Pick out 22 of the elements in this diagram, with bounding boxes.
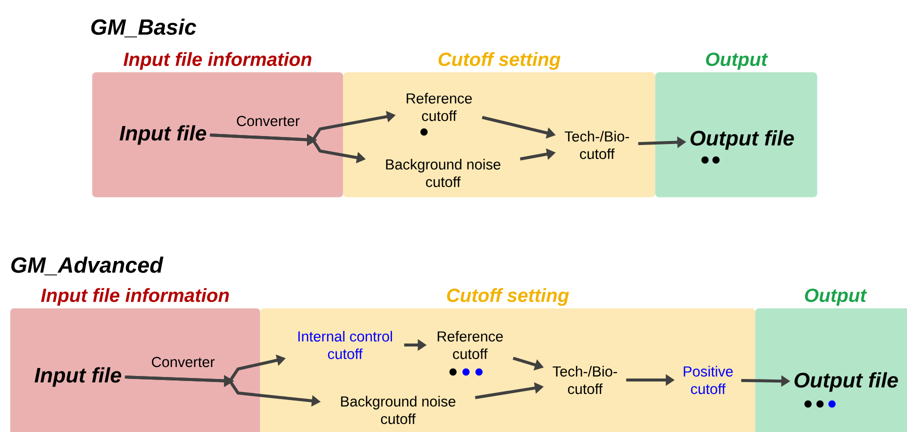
process-text: Tech-/Bio-cutoff bbox=[552, 366, 617, 394]
node-label: Output bbox=[706, 52, 768, 70]
title: GM_Advanced bbox=[11, 256, 164, 276]
node-label: Input file information bbox=[124, 52, 312, 70]
process-text: Tech-/Bio-cutoff bbox=[564, 130, 629, 160]
node-label: Cutoff setting bbox=[447, 288, 569, 306]
edge-label: Converter bbox=[152, 356, 215, 368]
edge-label: Converter bbox=[236, 116, 300, 126]
process-text: Internal control cutoff bbox=[298, 330, 392, 360]
process-text: Reference cutoff bbox=[438, 330, 503, 360]
step-label: Output file bbox=[690, 130, 794, 150]
process-text: Background noise cutoff bbox=[341, 396, 456, 424]
step-label: Output file bbox=[794, 372, 898, 392]
step-label: Input file bbox=[120, 125, 206, 145]
process-text: Reference cutoff bbox=[406, 92, 472, 122]
process-text: Positive cutoff bbox=[684, 366, 733, 394]
process-text: Background noise cutoff bbox=[386, 158, 500, 188]
node-label: Input file information bbox=[41, 288, 229, 306]
title: GM_Basic bbox=[91, 18, 196, 38]
node-label: Output bbox=[805, 288, 867, 306]
node-label: Cutoff setting bbox=[438, 52, 560, 70]
step-label: Input file bbox=[34, 367, 122, 387]
